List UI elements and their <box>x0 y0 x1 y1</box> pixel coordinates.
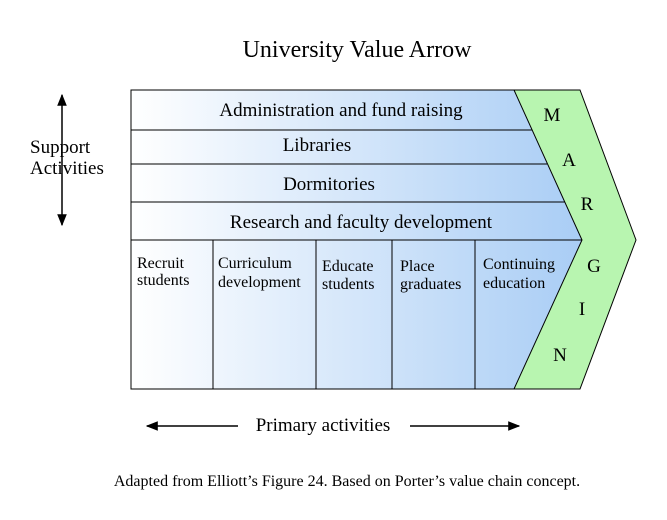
support-dividers <box>131 129 582 241</box>
support-label-line-1: Support <box>30 137 91 158</box>
support-activity-research: Research and faculty development <box>230 212 493 233</box>
primary-activity-continuing: Continuing education <box>483 256 555 292</box>
margin-letter: N <box>553 345 567 366</box>
primary-activity-line: students <box>137 272 189 289</box>
primary-activity-line: Continuing <box>483 256 555 273</box>
margin-letters: M A R G I N <box>544 105 602 366</box>
support-activity-administration: Administration and fund raising <box>219 100 463 121</box>
primary-activity-curriculum: Curriculum development <box>218 255 301 291</box>
primary-activity-line: graduates <box>400 276 461 293</box>
primary-activity-line: development <box>218 274 301 291</box>
primary-activity-line: Curriculum <box>218 255 292 272</box>
margin-letter: G <box>587 256 601 277</box>
primary-activity-educate: Educate students <box>322 258 374 293</box>
caption: Adapted from Elliott’s Figure 24. Based … <box>114 473 580 490</box>
primary-activity-line: students <box>322 276 374 293</box>
margin-letter: R <box>581 194 594 215</box>
support-activity-libraries: Libraries <box>283 135 352 156</box>
primary-activity-recruit: Recruit students <box>137 255 189 289</box>
margin-letter: A <box>562 150 576 171</box>
primary-activity-line: Recruit <box>137 255 185 272</box>
diagram-title: University Value Arrow <box>243 37 473 63</box>
primary-activities-label: Primary activities <box>256 415 391 436</box>
primary-activity-line: education <box>483 275 545 292</box>
primary-activity-line: Educate <box>322 258 374 275</box>
support-activity-dormitories: Dormitories <box>283 174 375 195</box>
primary-activity-line: Place <box>400 258 435 275</box>
margin-letter: I <box>579 299 585 320</box>
support-label-line-2: Activities <box>30 158 104 179</box>
primary-dividers <box>212 240 476 389</box>
margin-letter: M <box>544 105 561 126</box>
primary-activity-place: Place graduates <box>400 258 461 293</box>
